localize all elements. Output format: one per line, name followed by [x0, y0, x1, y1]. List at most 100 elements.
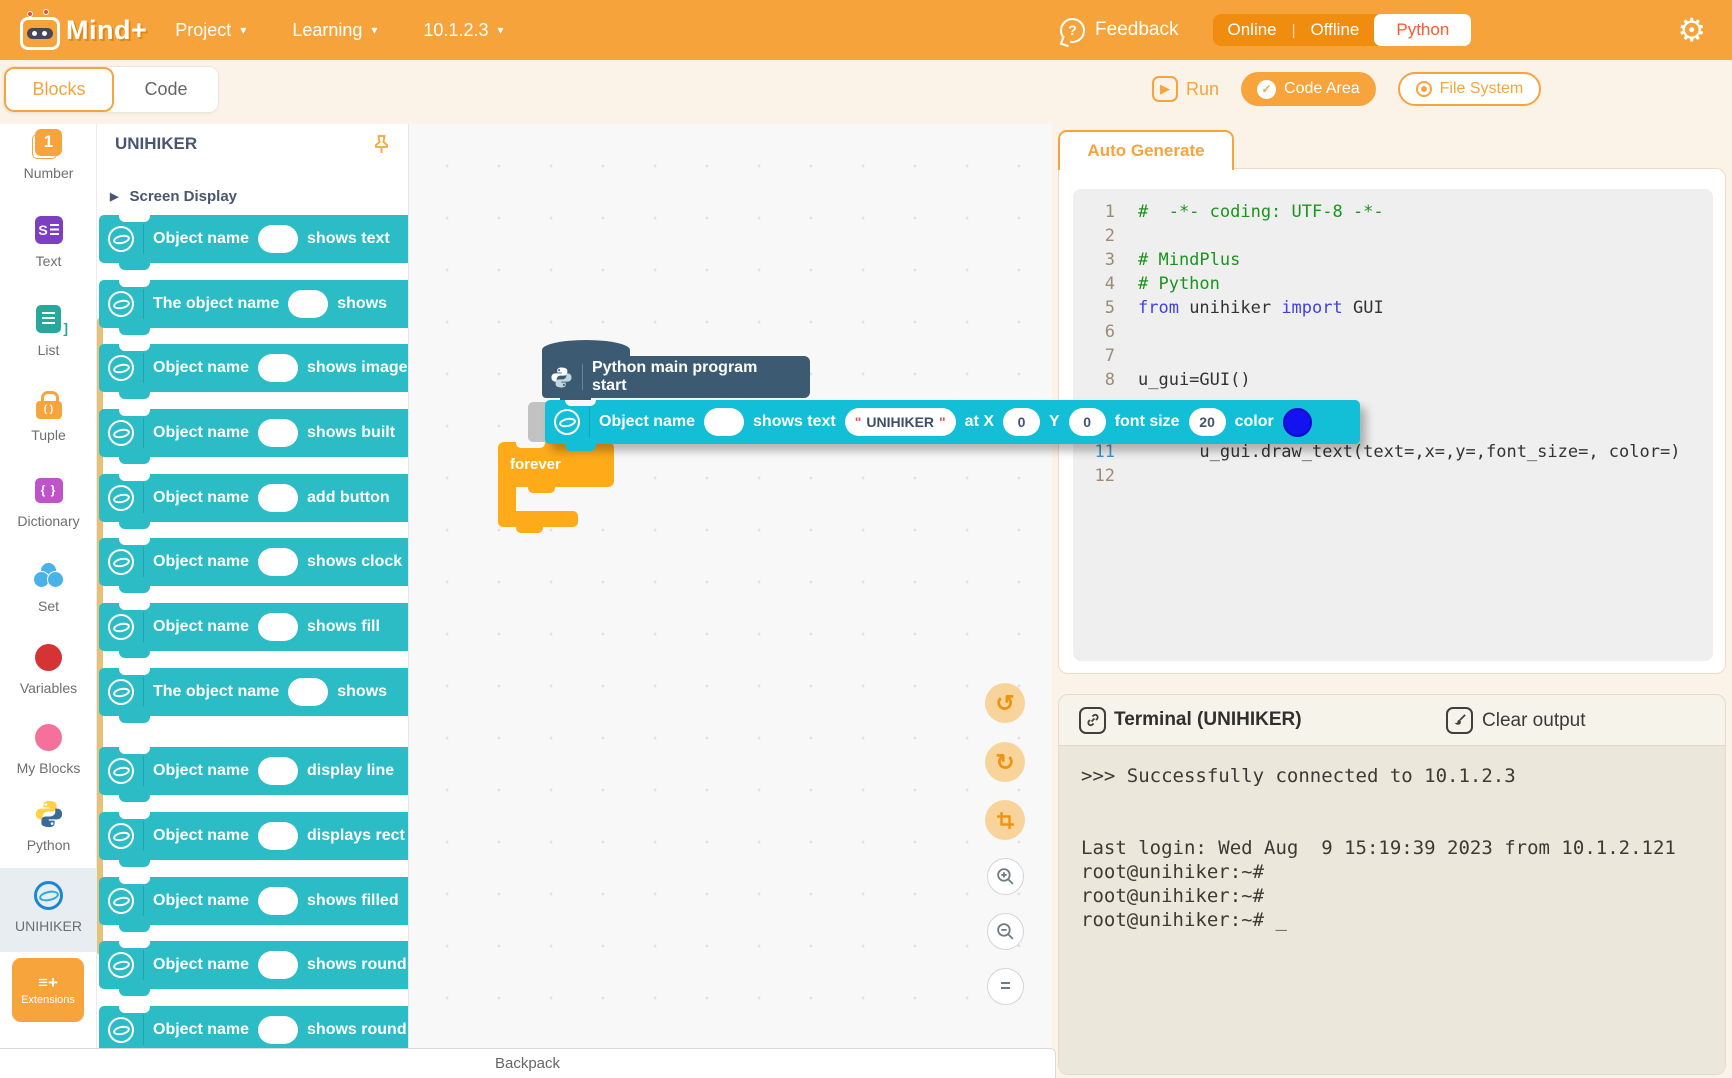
- crop-icon: [997, 812, 1014, 829]
- section-screen-display[interactable]: ▶ Screen Display: [110, 188, 237, 205]
- menu-learning[interactable]: Learning▾: [292, 20, 377, 41]
- clear-output-button[interactable]: Clear output: [1446, 707, 1586, 734]
- sidebar-item-label: Text: [36, 253, 62, 269]
- color-swatch[interactable]: [1283, 408, 1312, 437]
- backpack-bar[interactable]: Backpack: [0, 1048, 1056, 1078]
- sidebar-item-label: Variables: [20, 680, 77, 696]
- object-name-slot[interactable]: [258, 757, 298, 785]
- object-name-slot[interactable]: [258, 887, 298, 915]
- sidebar-item-text[interactable]: SText: [0, 203, 97, 287]
- object-name-slot[interactable]: [258, 484, 298, 512]
- sidebar-item-dictionary[interactable]: { }Dictionary: [0, 463, 97, 547]
- dragged-show-text-block[interactable]: Object name shows text "UNIHIKER" at X 0…: [545, 400, 1360, 444]
- object-name-slot[interactable]: [704, 408, 744, 436]
- logo-text: Mind+: [66, 15, 147, 46]
- terminal-line: root@unihiker:~#: [1081, 884, 1725, 908]
- palette-block[interactable]: Object namedisplay line: [99, 747, 409, 795]
- palette-block[interactable]: Object nameshows filled: [99, 877, 409, 925]
- run-button[interactable]: ▶ Run: [1152, 76, 1219, 102]
- palette-block[interactable]: Object nameshows round: [99, 941, 409, 989]
- block-label: at X: [965, 413, 994, 431]
- sidebar-item-set[interactable]: Set: [0, 548, 97, 632]
- object-name-slot[interactable]: [258, 354, 298, 382]
- menu-device-ip[interactable]: 10.1.2.3▾: [423, 20, 503, 41]
- block-palette: UNIHIKER ▶ Screen Display Object namesho…: [97, 124, 409, 1048]
- redo-button[interactable]: ↻: [985, 742, 1025, 782]
- x-input-slot[interactable]: 0: [1003, 408, 1040, 436]
- menu-project[interactable]: Project▾: [175, 20, 246, 41]
- palette-block[interactable]: The object nameshows: [99, 668, 409, 716]
- tab-auto-generate[interactable]: Auto Generate: [1058, 130, 1234, 170]
- undo-button[interactable]: ↺: [985, 683, 1025, 723]
- block-label: color: [1235, 413, 1274, 431]
- forever-block[interactable]: forever: [498, 442, 614, 527]
- undo-icon: ↺: [995, 690, 1014, 717]
- backpack-label: Backpack: [495, 1055, 560, 1072]
- gear-icon[interactable]: ⚙: [1677, 14, 1706, 46]
- code-line: 3# MindPlus: [1073, 248, 1713, 272]
- sidebar-item-unihiker[interactable]: UNIHIKER: [0, 868, 97, 952]
- sidebar-item-label: My Blocks: [17, 760, 81, 776]
- object-name-slot[interactable]: [258, 1016, 298, 1044]
- unihiker-block-icon: [108, 226, 134, 252]
- code-line: 7: [1073, 344, 1713, 368]
- offline-tab[interactable]: Offline: [1296, 20, 1375, 40]
- code-line: 4# Python: [1073, 272, 1713, 296]
- palette-block[interactable]: The object nameshows: [99, 280, 409, 328]
- tab-code[interactable]: Code: [114, 67, 218, 112]
- sidebar-item-list[interactable]: ]List: [0, 292, 97, 376]
- file-system-button[interactable]: File System: [1398, 72, 1542, 106]
- palette-block[interactable]: Object nameshows built: [99, 409, 409, 457]
- sidebar-item-number[interactable]: 1Number: [0, 115, 97, 199]
- object-name-slot[interactable]: [288, 678, 328, 706]
- terminal-line: root@unihiker:~# _: [1081, 908, 1725, 932]
- palette-block[interactable]: Object nameshows round: [99, 1006, 409, 1048]
- zoom-out-button[interactable]: [987, 913, 1024, 950]
- screenshot-button[interactable]: [985, 800, 1025, 840]
- unihiker-block-icon: [108, 291, 134, 317]
- online-tab[interactable]: Online: [1213, 20, 1292, 40]
- category-sidebar: ≡+ Extensions 1NumberSText]List( )Tuple{…: [0, 124, 97, 1048]
- radio-icon: [1416, 81, 1432, 97]
- object-name-slot[interactable]: [258, 419, 298, 447]
- code-area-button[interactable]: ✓ Code Area: [1241, 72, 1376, 106]
- text-input-slot[interactable]: "UNIHIKER": [845, 408, 956, 436]
- object-name-slot[interactable]: [258, 613, 298, 641]
- object-name-slot[interactable]: [258, 951, 298, 979]
- unihiker-icon: [34, 878, 63, 912]
- sidebar-item-variables[interactable]: Variables: [0, 630, 97, 714]
- feedback-button[interactable]: ? Feedback: [1060, 18, 1178, 43]
- sidebar-item-my-blocks[interactable]: My Blocks: [0, 710, 97, 794]
- block-label: font size: [1115, 413, 1180, 431]
- palette-block[interactable]: Object nameshows image: [99, 344, 409, 392]
- python-mode-tab[interactable]: Python: [1374, 14, 1471, 46]
- tab-blocks[interactable]: Blocks: [4, 67, 114, 112]
- sidebar-item-label: Set: [38, 598, 59, 614]
- palette-block[interactable]: Object nameshows text: [99, 215, 409, 263]
- palette-block[interactable]: Object nameshows clock: [99, 538, 409, 586]
- y-input-slot[interactable]: 0: [1069, 408, 1106, 436]
- sidebar-item-tuple[interactable]: ( )Tuple: [0, 377, 97, 461]
- sidebar-item-python[interactable]: Python: [0, 787, 97, 871]
- pin-icon[interactable]: [373, 134, 390, 160]
- object-name-slot[interactable]: [258, 225, 298, 253]
- terminal-output[interactable]: >>> Successfully connected to 10.1.2.3 L…: [1059, 746, 1725, 1075]
- chevron-down-icon: ▾: [371, 23, 377, 37]
- zoom-reset-button[interactable]: =: [987, 968, 1024, 1005]
- view-tabs: Blocks Code: [3, 66, 219, 113]
- palette-block[interactable]: Object nameadd button: [99, 474, 409, 522]
- object-name-slot[interactable]: [258, 548, 298, 576]
- python-main-hat-block[interactable]: Python main program start: [542, 356, 810, 398]
- palette-block[interactable]: Object namedisplays rect: [99, 812, 409, 860]
- terminal-line: [1081, 812, 1725, 836]
- extensions-button[interactable]: ≡+ Extensions: [12, 958, 84, 1022]
- object-name-slot[interactable]: [288, 290, 328, 318]
- zoom-in-button[interactable]: [987, 858, 1024, 895]
- my-blocks-icon: [35, 720, 62, 754]
- mindplus-logo[interactable]: Mind+: [20, 11, 147, 50]
- palette-block[interactable]: Object nameshows fill: [99, 603, 409, 651]
- font-size-slot[interactable]: 20: [1189, 408, 1226, 436]
- object-name-slot[interactable]: [258, 822, 298, 850]
- workspace-canvas[interactable]: Python main program start forever ↺ ↻ =: [409, 124, 1052, 1048]
- brush-icon: [1446, 707, 1473, 734]
